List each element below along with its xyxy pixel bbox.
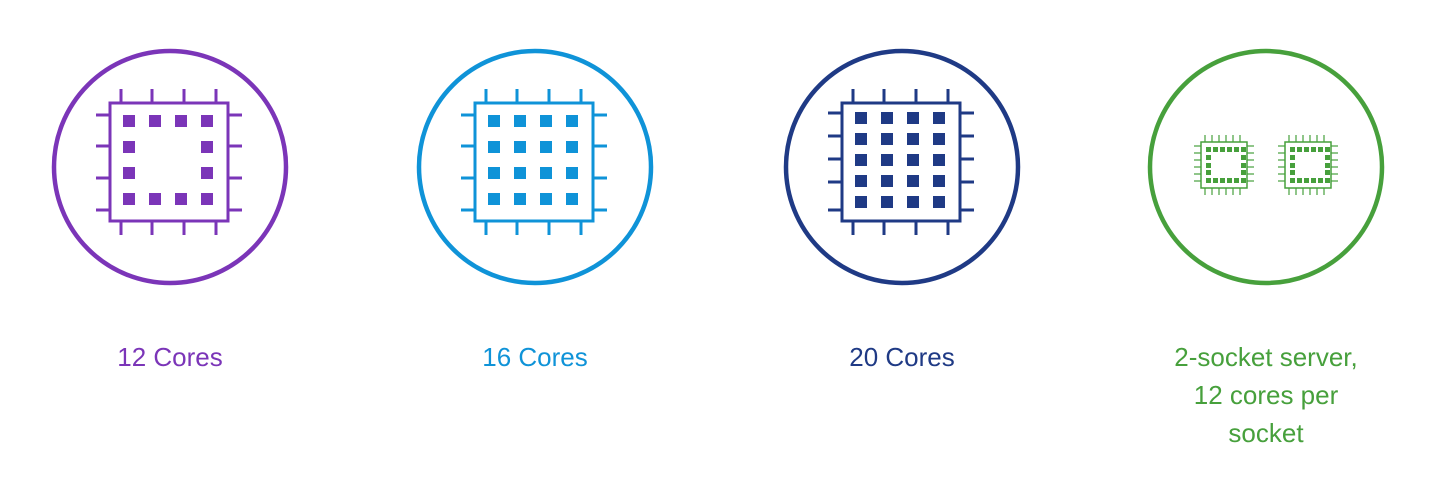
cpu-chip-12-cores-icon (51, 48, 289, 286)
core-option-label: 2-socket server, 12 cores per socket (1174, 342, 1358, 448)
cpu-chip-16-cores-icon (416, 48, 654, 286)
core-option-16: 16 Cores (355, 0, 715, 484)
core-option-20: 20 Cores (722, 0, 1082, 484)
core-option-label: 12 Cores (117, 342, 223, 372)
cpu-chip-20-cores-icon (783, 48, 1021, 286)
core-option-12: 12 Cores (0, 0, 350, 484)
core-option-label: 16 Cores (482, 342, 588, 372)
core-option-label: 20 Cores (849, 342, 955, 372)
core-option-2-socket: 2-socket server, 12 cores per socket (1086, 0, 1445, 484)
dual-cpu-socket-server-icon (1147, 48, 1385, 286)
